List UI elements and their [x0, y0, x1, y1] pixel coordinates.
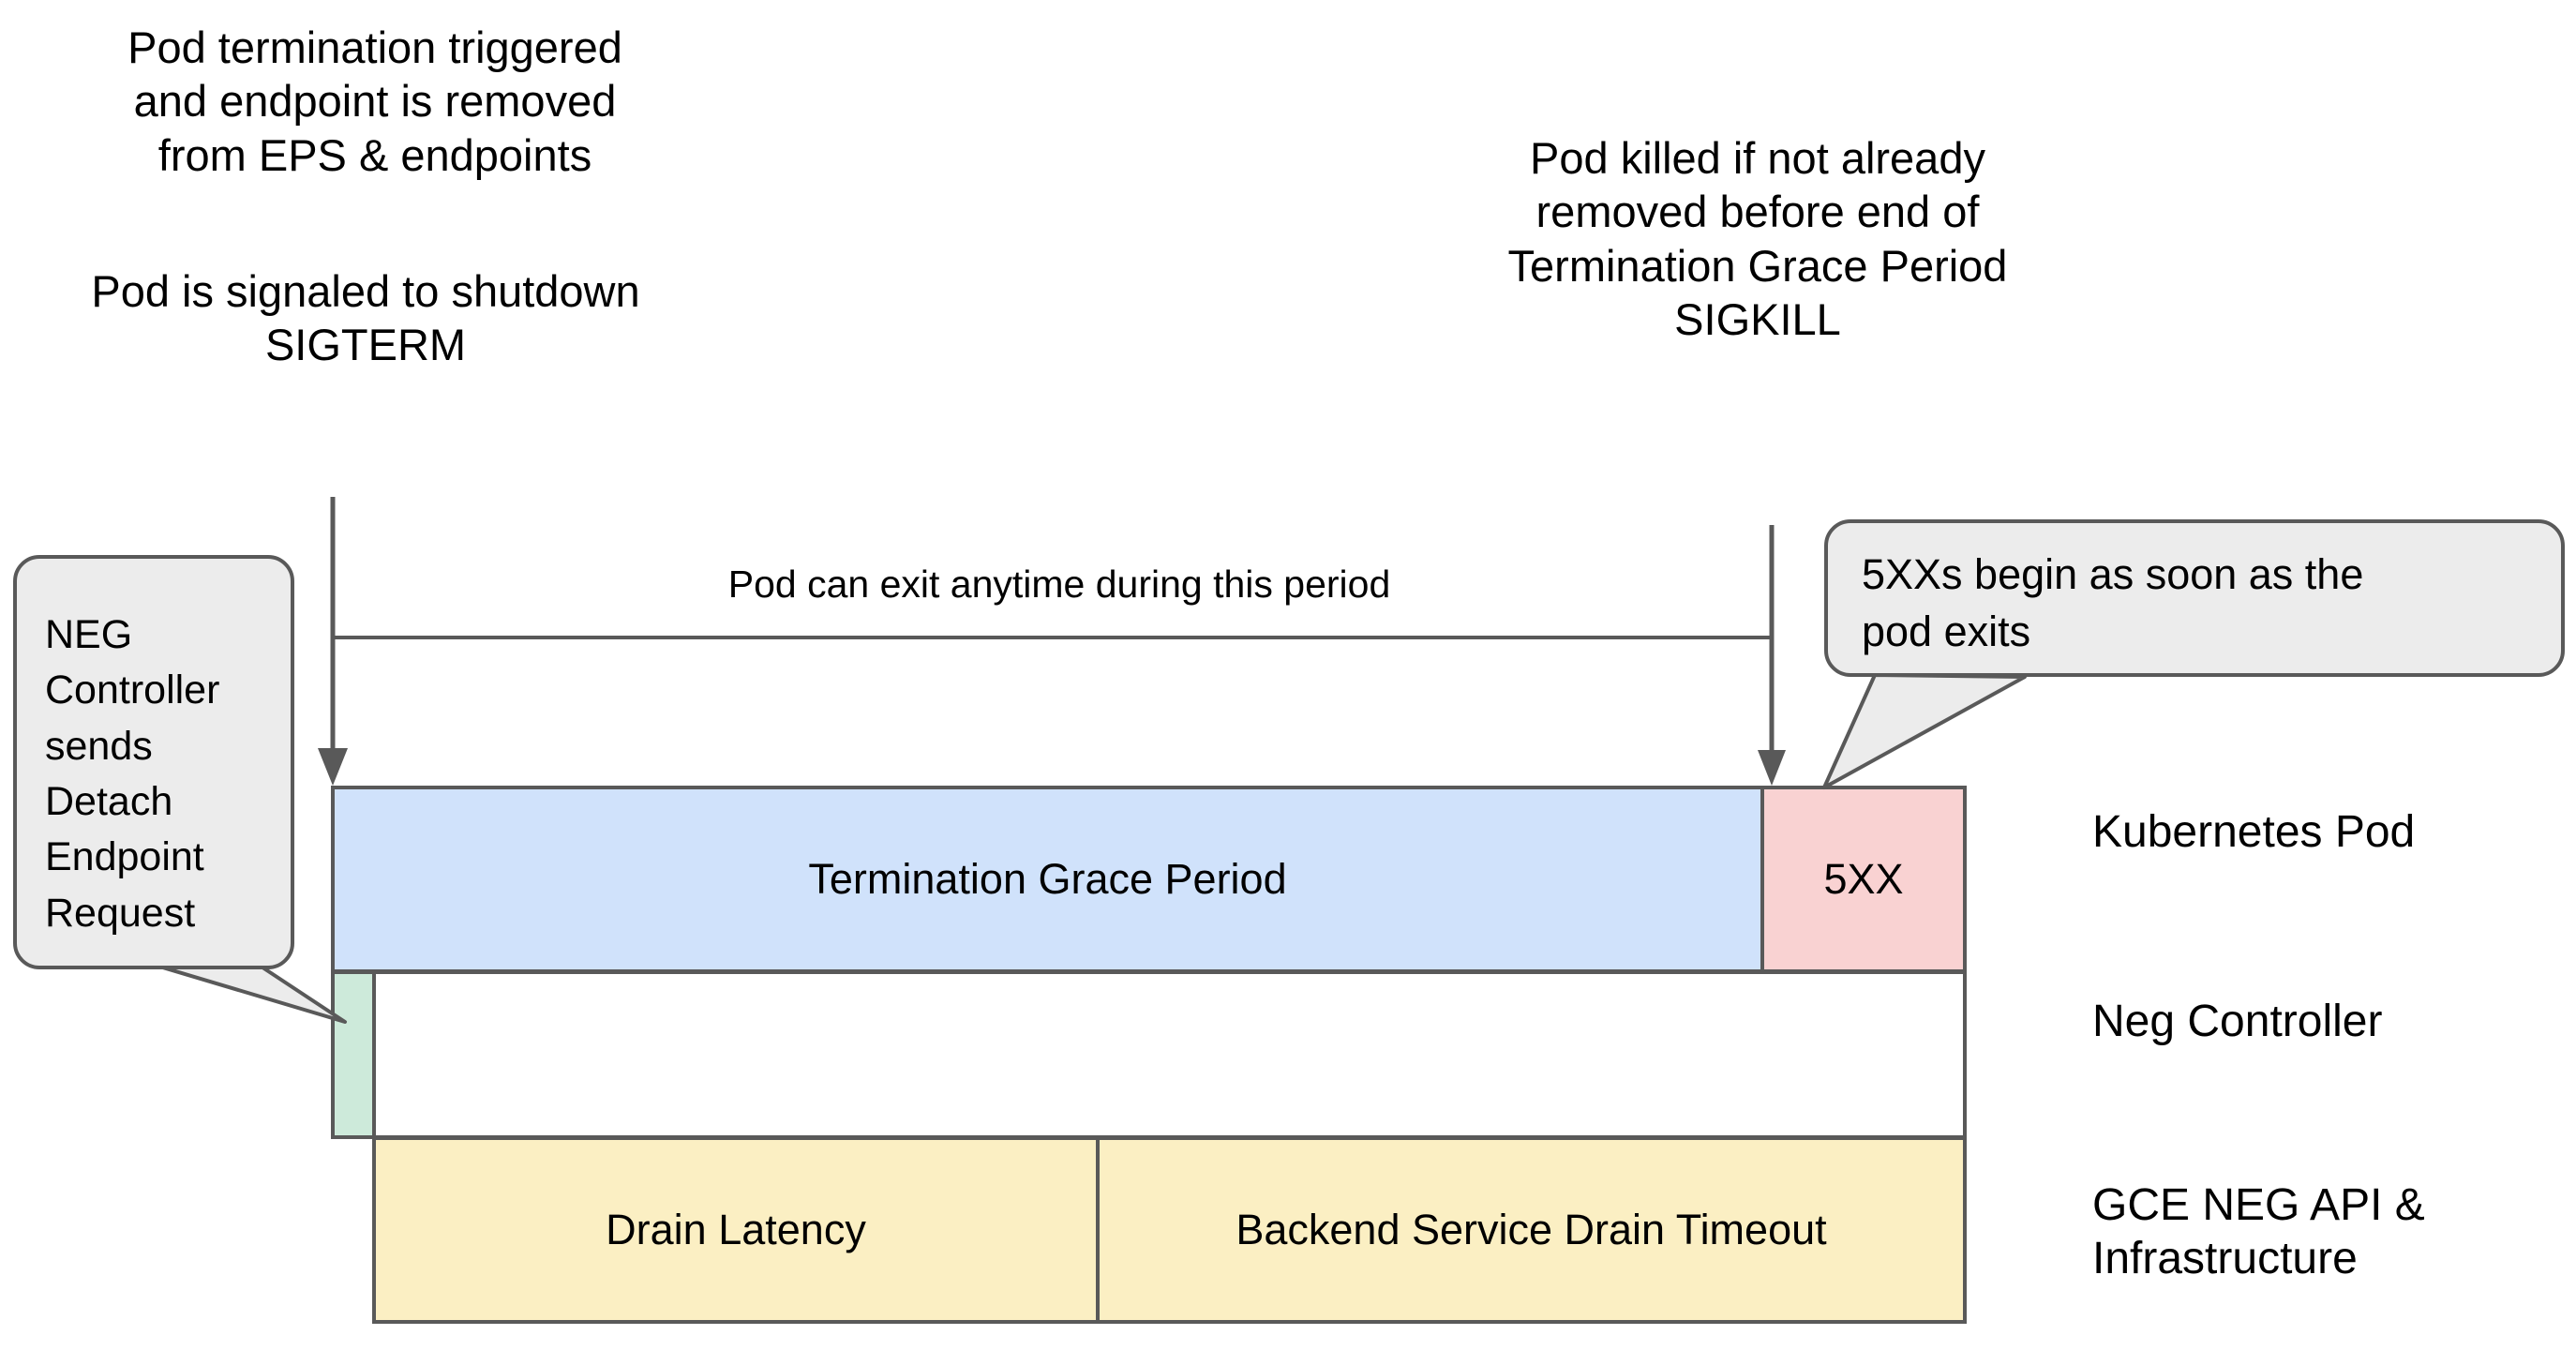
bar-5xx-label: 5XX	[1823, 855, 1904, 904]
bar-drain-latency[interactable]: Drain Latency	[372, 1136, 1100, 1324]
row-label-neg-controller: Neg Controller	[2092, 997, 2383, 1046]
annotation-pod-termination-triggered: Pod termination triggered and endpoint i…	[127, 22, 622, 180]
bar-neg-controller-idle[interactable]	[372, 970, 1967, 1139]
callout-5xx-begin[interactable]	[1824, 519, 2565, 677]
bar-termination-grace-period[interactable]: Termination Grace Period	[331, 786, 1764, 973]
bracket-line	[333, 636, 1774, 639]
bar-backend-service-drain-timeout[interactable]: Backend Service Drain Timeout	[1096, 1136, 1967, 1324]
bar-backend-service-drain-timeout-label: Backend Service Drain Timeout	[1236, 1206, 1827, 1254]
bar-5xx[interactable]: 5XX	[1760, 786, 1967, 973]
callout-neg-controller[interactable]	[13, 555, 294, 969]
bar-drain-latency-label: Drain Latency	[606, 1206, 866, 1254]
callout-neg-controller-label: NEG Controller sends Detach Endpoint Req…	[45, 612, 220, 936]
annotation-pod-signaled-shutdown: Pod is signaled to shutdown SIGTERM	[91, 266, 640, 370]
bar-termination-grace-period-label: Termination Grace Period	[808, 855, 1287, 904]
annotation-pod-killed-sigkill: Pod killed if not already removed before…	[1507, 133, 2008, 344]
down-arrow-icon-left	[318, 497, 348, 786]
callout-5xx-begin-label: 5XXs begin as soon as the pod exits	[1862, 550, 2364, 656]
row-label-kubernetes-pod: Kubernetes Pod	[2092, 807, 2416, 857]
down-arrow-icon-right	[1758, 525, 1786, 786]
row-label-gce-neg-api: GCE NEG API & Infrastructure	[2092, 1180, 2425, 1283]
annotation-pod-can-exit-anytime: Pod can exit anytime during this period	[727, 562, 1391, 606]
